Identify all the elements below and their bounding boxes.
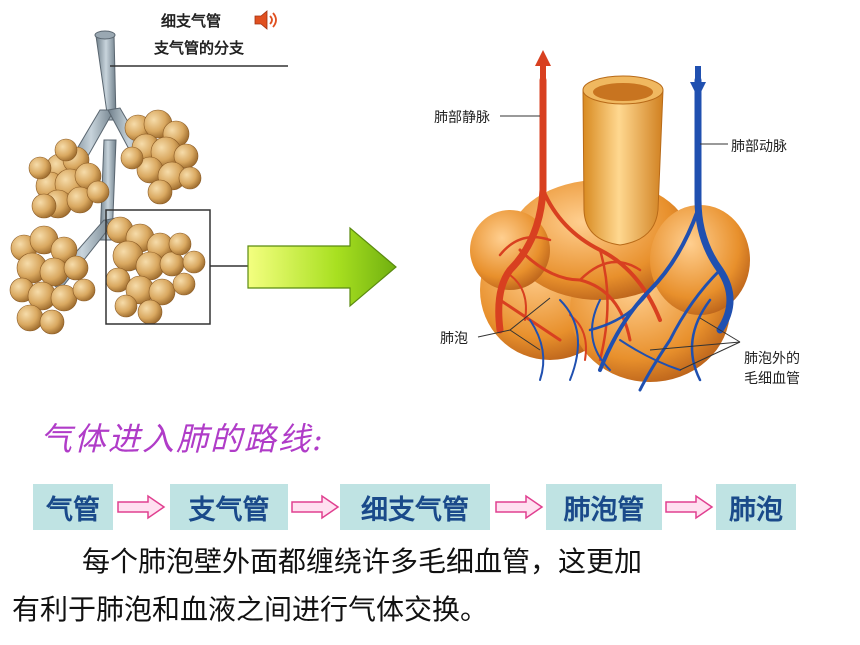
label-alveoli: 肺泡 xyxy=(440,331,468,347)
label-capillaries-line2: 毛细血管 xyxy=(744,371,800,387)
explanation-line-2: 有利于肺泡和血液之间进行气体交换。 xyxy=(12,593,489,626)
route-arrow-icon xyxy=(665,494,714,520)
label-pulmonary-vein: 肺部静脉 xyxy=(434,110,490,126)
route-arrow-icon xyxy=(117,494,166,520)
label-capillaries-line1: 肺泡外的 xyxy=(744,351,800,367)
route-step-alveoli: 肺泡 xyxy=(716,484,796,530)
route-step-alveolar-duct: 肺泡管 xyxy=(546,484,662,530)
route-step-trachea: 气管 xyxy=(33,484,113,530)
right-arrow-icon xyxy=(247,226,397,308)
label-bronchiole-sub: 支气管的分支 xyxy=(154,39,245,57)
route-arrow-icon xyxy=(495,494,544,520)
label-pulmonary-artery: 肺部动脉 xyxy=(731,139,787,155)
explanation-line-1: 每个肺泡壁外面都缠绕许多毛细血管，这更加 xyxy=(82,545,643,578)
speaker-icon[interactable] xyxy=(252,8,280,32)
route-title: 气体进入肺的路线: xyxy=(40,420,325,458)
route-step-bronchiole: 细支气管 xyxy=(340,484,490,530)
bronchial-tree-illustration xyxy=(9,30,288,335)
label-bronchiole: 细支气管 xyxy=(161,12,222,30)
route-arrow-icon xyxy=(291,494,340,520)
alveolus-capillary-illustration xyxy=(470,50,750,392)
route-step-bronchus: 支气管 xyxy=(170,484,288,530)
